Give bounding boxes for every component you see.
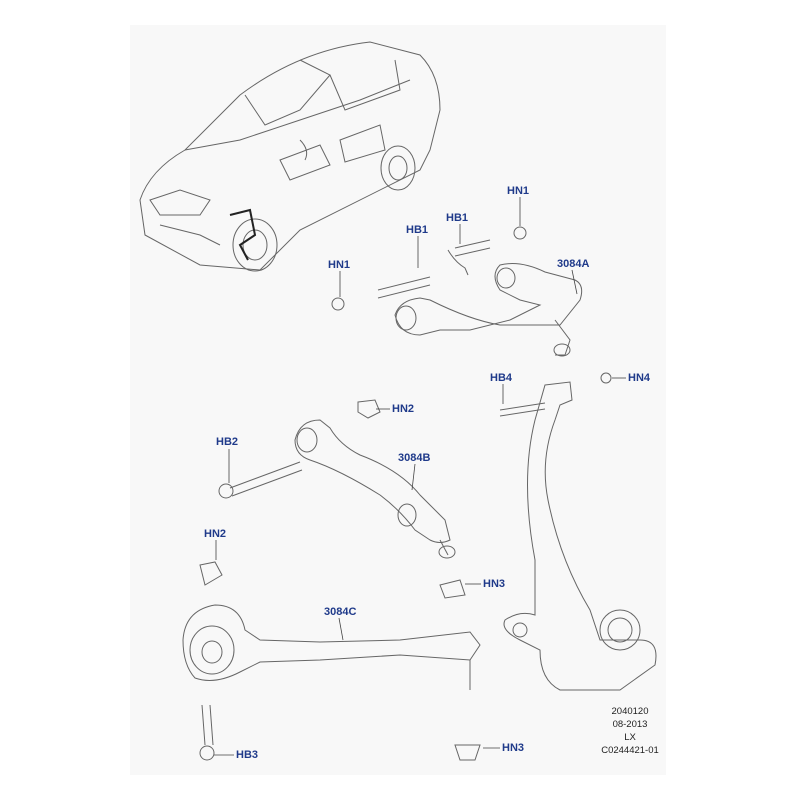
- label-hn1-left: HN1: [328, 259, 351, 271]
- meta-code: 2040120: [611, 706, 649, 717]
- vehicle-drawing: [139, 41, 441, 272]
- label-3084b: 3084B: [398, 452, 431, 464]
- rear-lower-arm-drawing: [182, 561, 481, 761]
- label-hn3-lower: HN3: [502, 742, 525, 754]
- meta-reference: C0244421-01: [601, 745, 659, 756]
- label-hb2: HB2: [216, 436, 239, 448]
- meta-model: LX: [624, 732, 636, 743]
- label-hb3: HB3: [236, 749, 259, 761]
- label-hn2-upper: HN2: [392, 403, 415, 415]
- label-hn3-upper: HN3: [483, 578, 506, 590]
- label-hb1-right: HB1: [446, 212, 469, 224]
- label-hn2-lower: HN2: [204, 528, 227, 540]
- label-3084c: 3084C: [324, 606, 357, 618]
- meta-date: 08-2013: [612, 719, 648, 730]
- label-hb4: HB4: [490, 372, 513, 384]
- label-hb1-left: HB1: [406, 224, 429, 236]
- label-hn1-right: HN1: [507, 185, 530, 197]
- front-lower-arm-drawing: [218, 399, 466, 599]
- upper-control-arm-drawing: [331, 226, 583, 357]
- diagram-panel: [130, 25, 666, 775]
- label-hn4: HN4: [628, 372, 651, 384]
- label-3084a: 3084A: [557, 258, 590, 270]
- steering-knuckle-drawing: [499, 372, 657, 691]
